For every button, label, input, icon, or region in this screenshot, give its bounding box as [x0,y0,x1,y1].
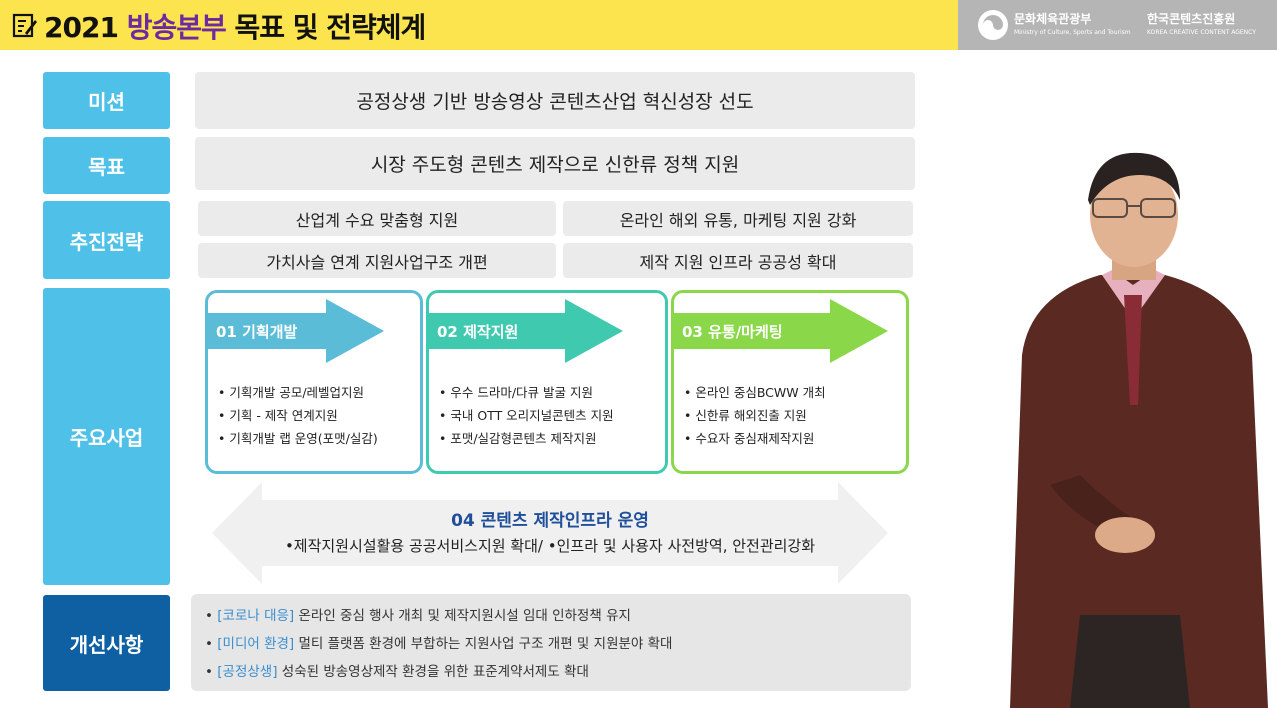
ministry-name-en: Ministry of Culture, Sports and Tourism [1014,29,1131,36]
arrow-right-icon [208,299,384,363]
list-item: • 기획개발 랩 운영(포맷/실감) [218,431,378,446]
improvements-box: • [코로나 대응] 온라인 중심 행사 개최 및 제작지원시설 임대 인하정책… [191,594,911,691]
list-item: • 수요자 중심재제작지원 [684,431,815,446]
list-item: • 기획 - 제작 연계지원 [218,408,338,423]
strategy-item: 산업계 수요 맞춤형 지원 [198,201,556,236]
strategy-label: 추진전략 [43,201,170,279]
improvements-list: • [코로나 대응] 온라인 중심 행사 개최 및 제작지원시설 임대 인하정책… [205,602,672,686]
memo-edit-icon [12,13,37,38]
project-card-planning: 01 기획개발 • 기획개발 공모/레벨업지원 • 기획 - 제작 연계지원 •… [205,290,423,474]
project-card-title: 02 제작지원 [437,323,519,341]
list-item: • 포맷/실감형콘텐츠 제작지원 [439,431,597,446]
mission-label: 미션 [43,72,170,129]
list-item: • 신한류 해외진출 지원 [684,408,807,423]
improvement-tag: [미디어 환경] [217,636,295,652]
improvements-label: 개선사항 [43,595,170,691]
arrow-right-icon [429,299,623,363]
goal-label: 목표 [43,137,170,194]
list-item: • 국내 OTT 오리지널콘텐츠 지원 [439,408,614,423]
improvement-text: 온라인 중심 행사 개최 및 제작지원시설 임대 인하정책 유지 [294,608,631,624]
improvement-tag: [공정상생] [217,664,278,680]
strategy-item: 제작 지원 인프라 공공성 확대 [563,243,913,278]
improvement-text: 성숙된 방송영상제작 환경을 위한 표준계약서제도 확대 [277,664,589,680]
projects-label: 주요사업 [43,288,170,585]
strategy-item: 온라인 해외 유통, 마케팅 지원 강화 [563,201,913,236]
double-arrow-icon [212,482,888,584]
list-item: • 기획개발 공모/레벨업지원 [218,385,365,400]
project-card-distribution: 03 유통/마케팅 • 온라인 중심BCWW 개최 • 신한류 해외진출 지원 … [671,290,909,474]
agency-logo: 한국콘텐츠진흥원 KOREA CREATIVE CONTENT AGENCY [1147,8,1269,42]
improvement-tag: [코로나 대응] [217,608,295,624]
improvement-text: 멀티 플랫폼 환경에 부합하는 지원사업 구조 개편 및 지원분야 확대 [294,636,673,652]
strategy-item: 가치사슬 연계 지원사업구조 개편 [198,243,556,278]
arrow-right-icon [674,299,888,363]
project-card-list: • 온라인 중심BCWW 개최 • 신한류 해외진출 지원 • 수요자 중심재제… [684,381,826,450]
list-item: • [공정상생] 성숙된 방송영상제작 환경을 위한 표준계약서제도 확대 [205,664,589,680]
list-item: • 온라인 중심BCWW 개최 [684,385,826,400]
list-item: • [미디어 환경] 멀티 플랫폼 환경에 부합하는 지원사업 구조 개편 및 … [205,636,673,652]
project-card-production: 02 제작지원 • 우수 드라마/다큐 발굴 지원 • 국내 OTT 오리지널콘… [426,290,668,474]
infra-description: •제작지원시설활용 공공서비스지원 확대/ •인프라 및 사용자 사전방역, 안… [284,537,816,555]
agency-name-en: KOREA CREATIVE CONTENT AGENCY [1147,29,1256,36]
presenter-image [1010,152,1268,708]
list-item: • 우수 드라마/다큐 발굴 지원 [439,385,593,400]
project-card-list: • 우수 드라마/다큐 발굴 지원 • 국내 OTT 오리지널콘텐츠 지원 • … [439,381,614,450]
list-item: • [코로나 대응] 온라인 중심 행사 개최 및 제작지원시설 임대 인하정책… [205,608,631,624]
goal-text: 시장 주도형 콘텐츠 제작으로 신한류 정책 지원 [195,137,915,190]
infra-title: 04 콘텐츠 제작인프라 운영 [451,511,649,531]
project-card-title: 03 유통/마케팅 [682,323,783,341]
project-card-title: 01 기획개발 [216,323,298,341]
ministry-name: 문화체육관광부 [1014,12,1092,26]
agency-name: 한국콘텐츠진흥원 [1147,12,1236,26]
header-logo-area [958,0,1277,50]
page-title: 2021 방송본부 목표 및 전략체계 [44,11,426,44]
taegeuk-logo-icon [978,10,1008,40]
project-card-list: • 기획개발 공모/레벨업지원 • 기획 - 제작 연계지원 • 기획개발 랩 … [218,381,378,450]
ministry-logo: 문화체육관광부 Ministry of Culture, Sports and … [978,8,1138,42]
mission-text: 공정상생 기반 방송영상 콘텐츠산업 혁신성장 선도 [195,72,915,129]
